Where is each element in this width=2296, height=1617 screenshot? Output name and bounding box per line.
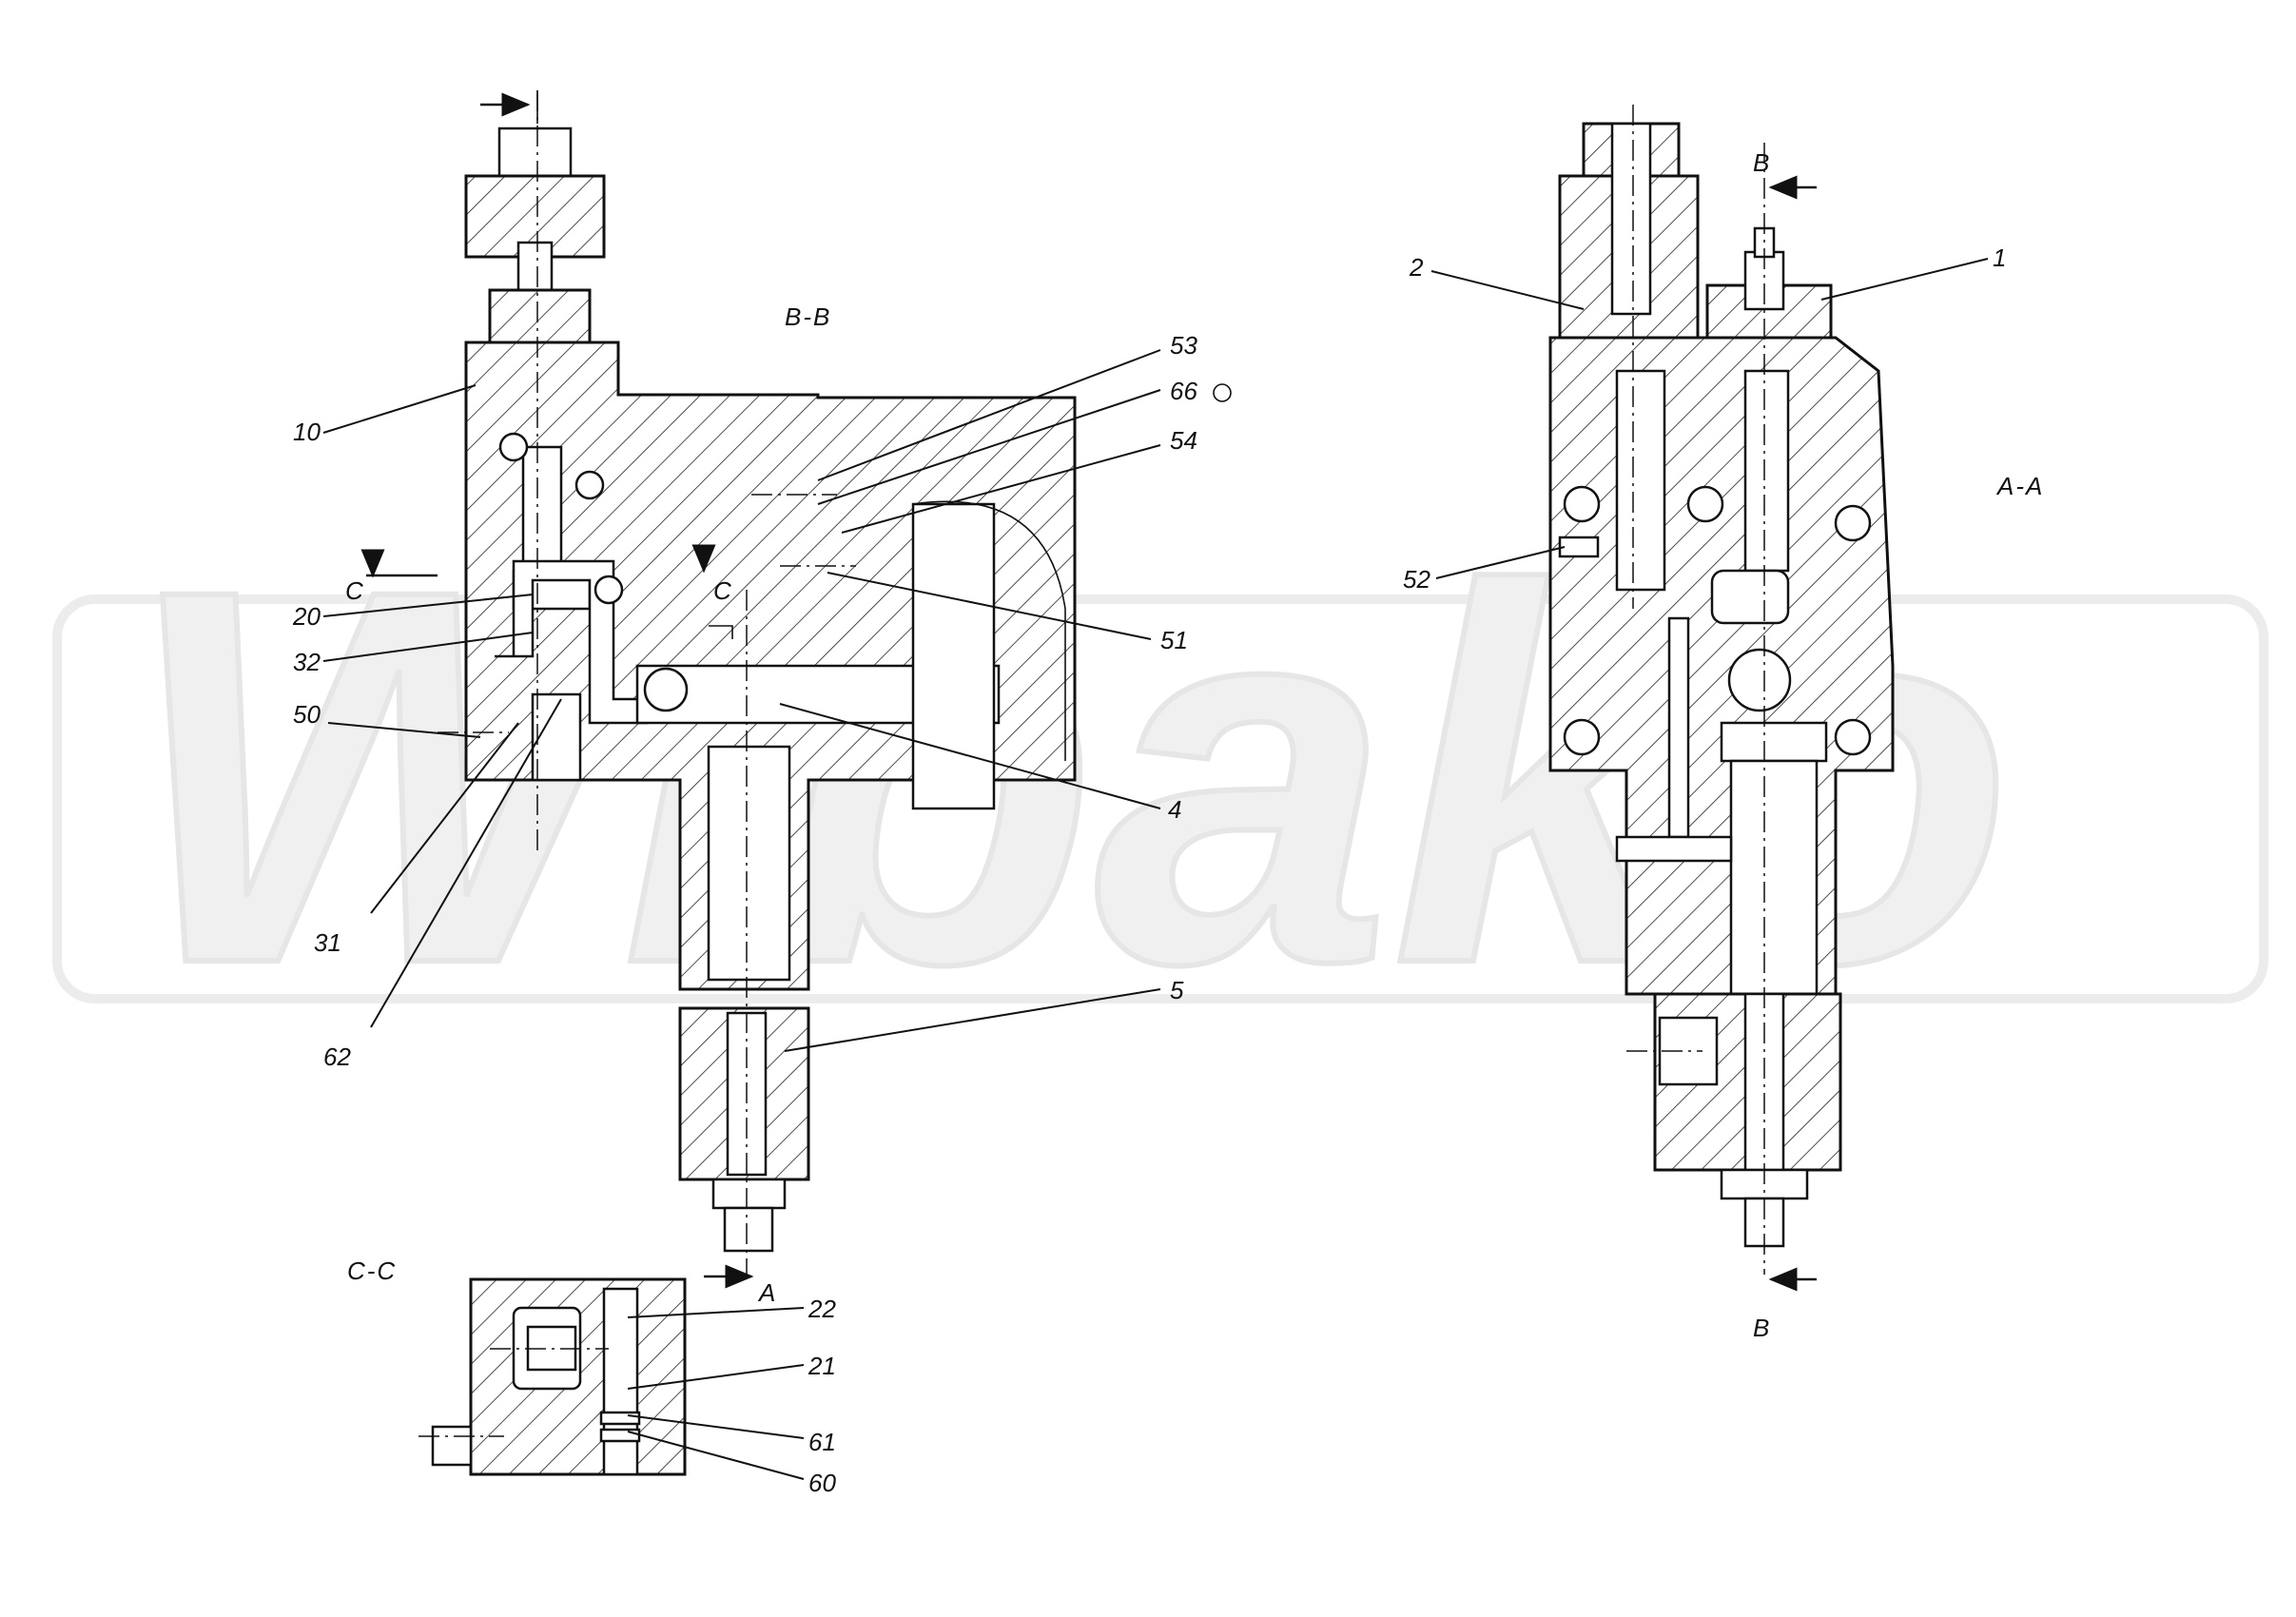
section-view-bb [360,90,1077,1275]
label-53: 53 [1170,331,1197,360]
leader-lines [322,258,1989,1480]
label-21: 21 [807,1352,836,1380]
label-5: 5 [1170,976,1184,1004]
label-10: 10 [293,418,321,446]
watermark: Wibako [52,476,2268,1077]
section-marks: C C A B B [345,148,1769,1342]
label-52: 52 [1403,565,1430,594]
label-61: 61 [808,1428,836,1456]
label-2: 2 [1409,253,1424,282]
label-20: 20 [292,602,321,631]
section-mark-c-right: C [713,576,731,605]
section-mark-a: A [757,1278,775,1307]
section-view-aa [1548,105,1895,1292]
part-labels: 10 53 66 54 20 32 51 50 4 31 5 62 22 21 … [292,244,2006,1497]
section-mark-b-top: B [1753,148,1769,177]
view-title-cc: C-C [347,1257,397,1285]
view-title-aa: A-A [1995,472,2044,500]
label-22: 22 [807,1295,836,1323]
view-title-bb: B-B [785,302,831,331]
label-66: 66 [1170,377,1197,405]
label-51: 51 [1160,626,1188,654]
section-mark-c-left: C [345,576,363,605]
label-32: 32 [293,648,321,676]
cap-nut [497,127,573,178]
label-1: 1 [1993,244,2006,272]
view-titles: B-B A-A C-C [347,302,2044,1285]
label-62: 62 [323,1042,351,1071]
section-mark-b-bottom: B [1753,1314,1769,1342]
section-view-cc [418,1264,754,1476]
label-60: 60 [808,1469,836,1497]
label-4: 4 [1168,795,1181,824]
shaft [911,502,996,810]
label-54: 54 [1170,426,1197,455]
label-50: 50 [293,700,321,729]
label-31: 31 [314,928,341,957]
